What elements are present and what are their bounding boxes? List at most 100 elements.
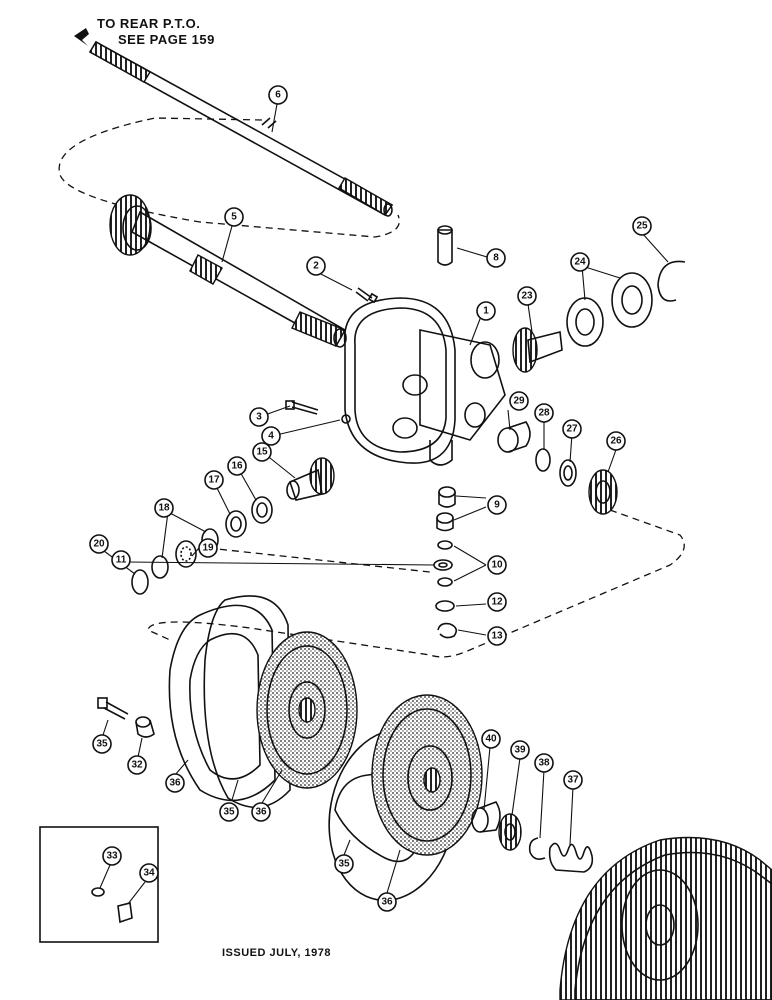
flywheel xyxy=(559,836,772,1000)
svg-text:1: 1 xyxy=(483,306,489,317)
svg-text:25: 25 xyxy=(636,221,648,232)
part-13-snap-ring xyxy=(437,622,458,639)
svg-text:34: 34 xyxy=(143,868,155,879)
svg-text:10: 10 xyxy=(491,560,503,571)
callout-39: 39 xyxy=(510,740,530,760)
callout-15: 15 xyxy=(252,442,272,462)
part-1-housing xyxy=(343,297,506,466)
callout-37: 37 xyxy=(563,770,583,790)
callout-33: 35 xyxy=(92,734,112,754)
callout-35-upper: 35 xyxy=(219,802,239,822)
callout-38: 38 xyxy=(534,753,554,773)
callout-40: 40 xyxy=(481,729,501,749)
callout-30: 32 xyxy=(127,755,147,775)
dashed-outline-clutch xyxy=(147,509,685,658)
callout-20: 20 xyxy=(89,534,109,554)
svg-text:33: 33 xyxy=(106,851,118,862)
svg-text:36: 36 xyxy=(169,778,181,789)
callout-34: 36 xyxy=(165,773,185,793)
callout-5: 5 xyxy=(224,207,244,227)
callout-23: 23 xyxy=(517,286,537,306)
callout-18: 18 xyxy=(154,498,174,518)
svg-text:3: 3 xyxy=(256,412,262,423)
svg-text:12: 12 xyxy=(491,597,503,608)
part-29-bearing xyxy=(497,421,531,453)
callout-9: 9 xyxy=(487,495,507,515)
svg-text:6: 6 xyxy=(275,90,281,101)
svg-text:35: 35 xyxy=(223,807,235,818)
callout-13: 13 xyxy=(487,626,507,646)
part-40-bearing xyxy=(471,801,501,833)
part-38-snap-ring xyxy=(528,837,546,860)
svg-text:8: 8 xyxy=(493,253,499,264)
part-8-pin xyxy=(437,225,453,266)
svg-text:37: 37 xyxy=(567,775,579,786)
part-5-input-shaft xyxy=(109,194,347,348)
part-23-bevel-gear xyxy=(512,327,563,373)
callout-29: 29 xyxy=(509,391,529,411)
callout-3: 3 xyxy=(249,407,269,427)
callout-10: 10 xyxy=(487,555,507,575)
callout-2: 2 xyxy=(306,256,326,276)
callout-11: 11 xyxy=(111,550,131,570)
svg-text:18: 18 xyxy=(158,503,170,514)
svg-text:19: 19 xyxy=(202,543,214,554)
dashed-outline-shaft xyxy=(58,117,400,238)
callout-17: 17 xyxy=(204,470,224,490)
part-17-bearing xyxy=(225,510,247,538)
svg-text:39: 39 xyxy=(514,745,526,756)
callout-24: 24 xyxy=(570,252,590,272)
callout-36-lower: 36 xyxy=(377,892,397,912)
callout-31: 33 xyxy=(102,846,122,866)
part-32-bushing xyxy=(117,902,133,924)
callout-8: 8 xyxy=(486,248,506,268)
callout-25: 25 xyxy=(632,216,652,236)
svg-text:5: 5 xyxy=(231,212,237,223)
part-28-washer xyxy=(535,448,551,472)
svg-text:35: 35 xyxy=(338,859,350,870)
part-15-gear-shaft xyxy=(286,457,335,501)
part-20-ring xyxy=(131,569,149,595)
part-26-gear xyxy=(588,469,618,515)
leader-lines xyxy=(99,103,669,894)
part-39-gear xyxy=(498,813,522,851)
callout-32: 34 xyxy=(139,863,159,883)
dashed-outline-lower xyxy=(207,547,431,573)
part-24-bearing-right xyxy=(611,272,653,328)
part-27-washer xyxy=(559,459,577,487)
svg-text:36: 36 xyxy=(381,897,393,908)
leader-lines-inset xyxy=(99,864,146,905)
svg-text:23: 23 xyxy=(521,291,533,302)
note-see-page: SEE PAGE 159 xyxy=(118,32,215,47)
inset-box xyxy=(39,826,159,943)
svg-text:20: 20 xyxy=(93,539,105,550)
part-34-separator-plate xyxy=(168,604,276,802)
callout-36-upper: 36 xyxy=(251,802,271,822)
part-25-snap-ring xyxy=(657,260,686,302)
part-11-bearing xyxy=(433,559,453,571)
part-12-washer xyxy=(435,600,455,612)
issued-date: ISSUED JULY, 1978 xyxy=(222,947,331,959)
svg-text:26: 26 xyxy=(610,436,622,447)
svg-text:28: 28 xyxy=(538,408,550,419)
part-3-bolt xyxy=(285,400,319,415)
part-31-washer xyxy=(91,887,105,897)
part-24-bearing-left xyxy=(566,297,604,347)
part-16-bearing xyxy=(251,496,273,524)
arrow-left-icon xyxy=(74,28,89,46)
callout-1: 1 xyxy=(476,301,496,321)
part-10-washer xyxy=(437,540,453,587)
part-30-bushing xyxy=(135,716,155,738)
svg-text:27: 27 xyxy=(566,424,578,435)
svg-text:36: 36 xyxy=(255,807,267,818)
svg-text:15: 15 xyxy=(256,447,268,458)
svg-text:9: 9 xyxy=(494,500,500,511)
part-4-nut xyxy=(341,414,351,424)
svg-text:29: 29 xyxy=(513,396,525,407)
svg-text:24: 24 xyxy=(574,257,586,268)
svg-text:35: 35 xyxy=(96,739,108,750)
svg-text:4: 4 xyxy=(268,431,274,442)
part-33-bolt xyxy=(97,697,129,720)
svg-text:38: 38 xyxy=(538,758,550,769)
